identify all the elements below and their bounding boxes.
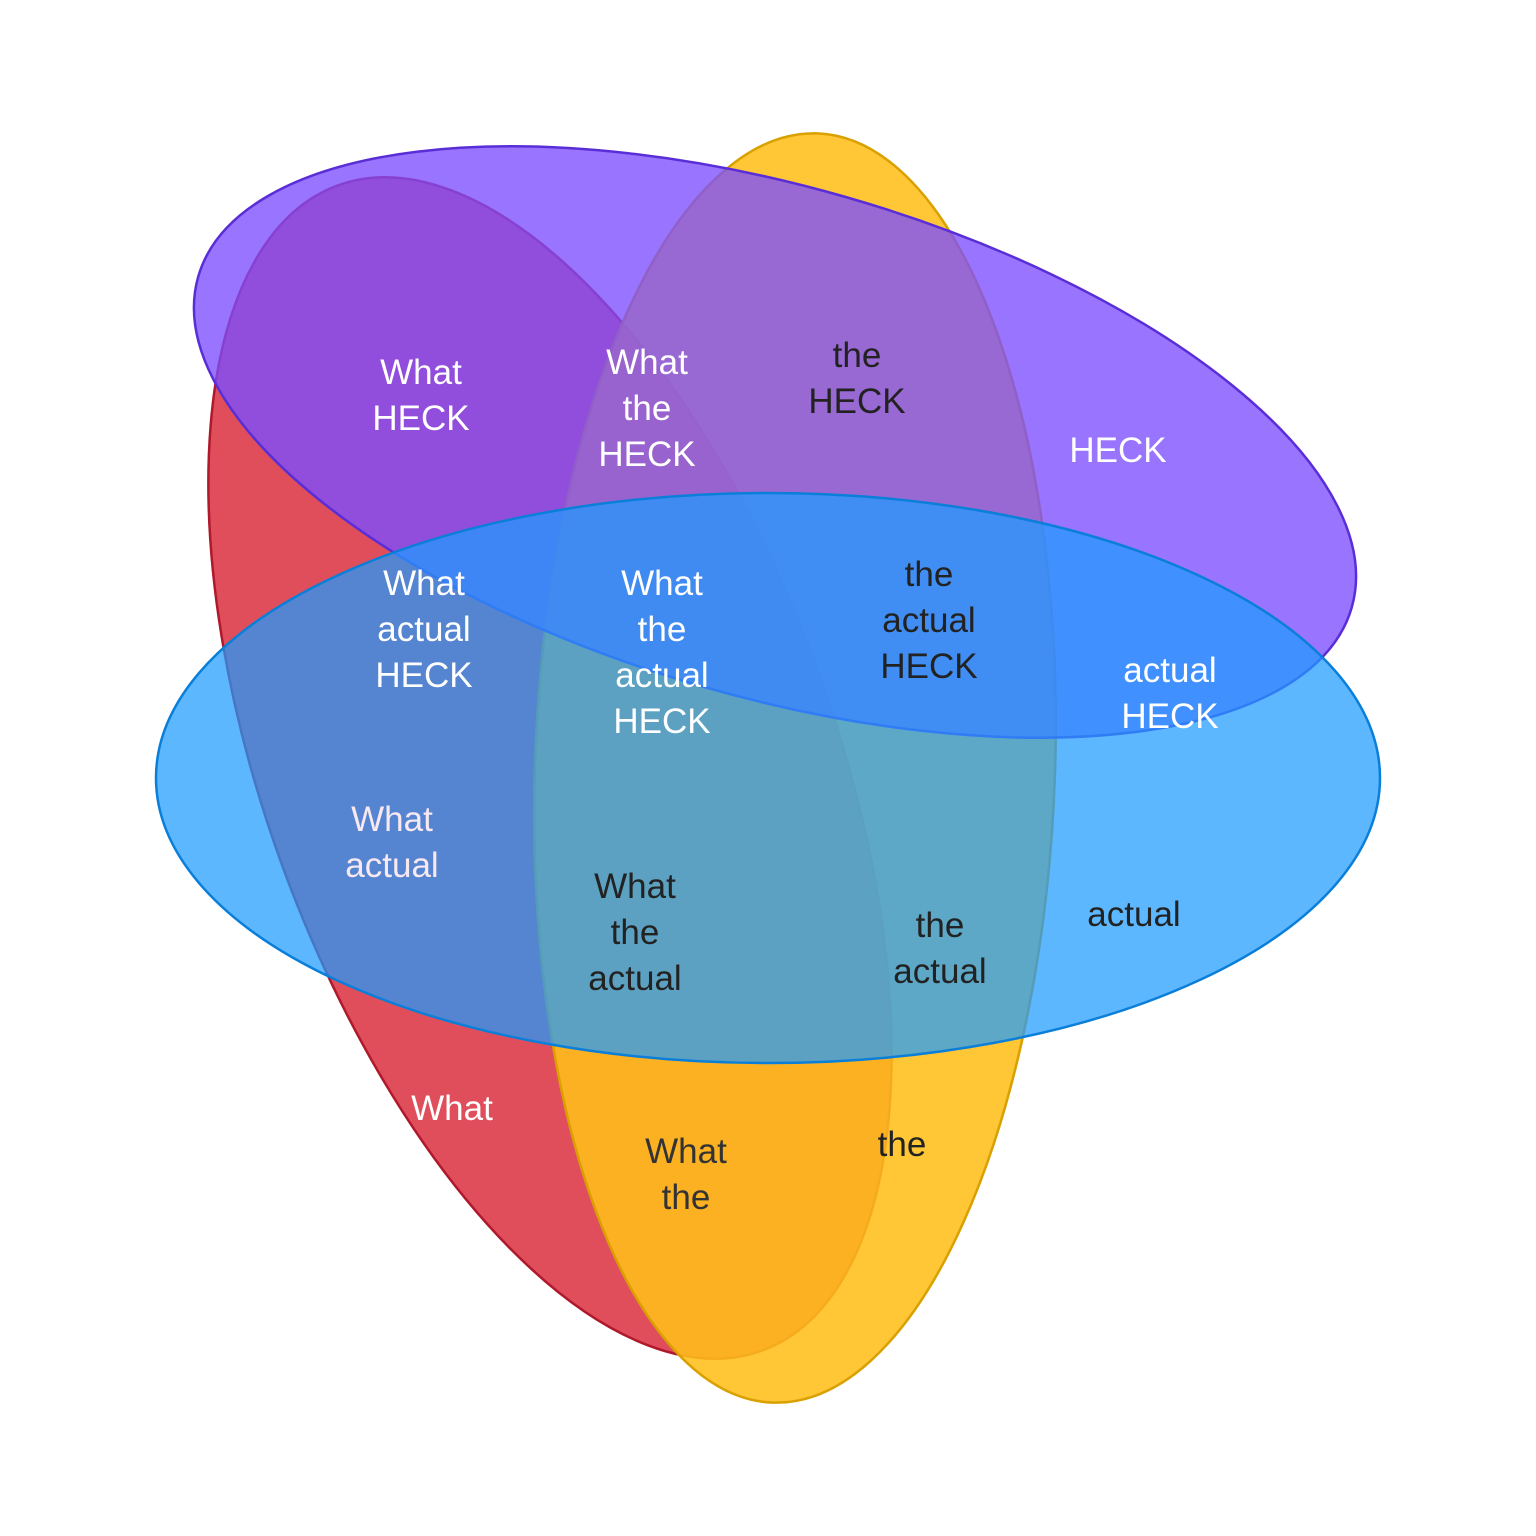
region-label-line: HECK bbox=[1121, 697, 1218, 736]
region-label-what-actual: What actual bbox=[345, 800, 438, 885]
region-label-line: the bbox=[638, 610, 687, 649]
region-label-line: What bbox=[621, 564, 703, 603]
region-label-line: What bbox=[411, 1089, 493, 1128]
region-label-line: HECK bbox=[880, 647, 977, 686]
region-label-line: the bbox=[662, 1178, 711, 1217]
region-label-line: the bbox=[905, 555, 954, 594]
region-label-line: actual bbox=[345, 846, 438, 885]
region-label-line: actual bbox=[377, 610, 470, 649]
region-label-line: HECK bbox=[598, 435, 695, 474]
region-label-line: the bbox=[878, 1125, 927, 1164]
region-label-line: actual bbox=[588, 959, 681, 998]
region-label-line: HECK bbox=[375, 656, 472, 695]
region-label-line: What bbox=[594, 867, 676, 906]
region-label-line: actual bbox=[1087, 895, 1180, 934]
region-label-what-the-actual: What the actual bbox=[588, 867, 681, 998]
region-label-line: What bbox=[645, 1132, 727, 1171]
region-label-line: actual bbox=[893, 952, 986, 991]
region-label-line: What bbox=[606, 343, 688, 382]
region-label-line: HECK bbox=[808, 382, 905, 421]
region-label-line: the bbox=[623, 389, 672, 428]
region-label-line: HECK bbox=[613, 702, 710, 741]
region-label-line: the bbox=[916, 906, 965, 945]
region-label-heck: HECK bbox=[1069, 431, 1166, 470]
region-label-what: What bbox=[411, 1089, 493, 1128]
region-label-actual: actual bbox=[1087, 895, 1180, 934]
region-label-the: the bbox=[878, 1125, 927, 1164]
region-label-line: actual bbox=[615, 656, 708, 695]
region-label-line: What bbox=[351, 800, 433, 839]
region-label-line: the bbox=[611, 913, 660, 952]
region-label-line: What bbox=[383, 564, 465, 603]
region-label-line: the bbox=[833, 336, 882, 375]
region-label-what-the: What the bbox=[645, 1132, 727, 1217]
region-label-line: HECK bbox=[1069, 431, 1166, 470]
region-label-line: HECK bbox=[372, 399, 469, 438]
region-label-line: actual bbox=[1123, 651, 1216, 690]
region-label-line: What bbox=[380, 353, 462, 392]
region-label-line: actual bbox=[882, 601, 975, 640]
set-ellipse-actual bbox=[154, 491, 1382, 1065]
region-label-the-actual: the actual bbox=[893, 906, 986, 991]
